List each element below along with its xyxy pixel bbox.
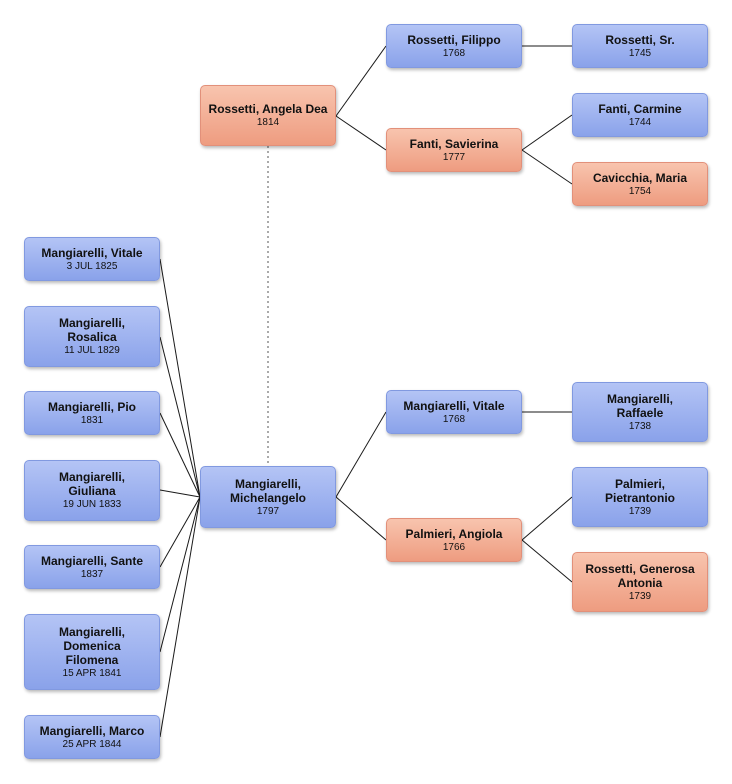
person-name: Rossetti, Filippo	[407, 32, 501, 47]
person-date: 1768	[442, 47, 466, 59]
person-name: Mangiarelli, Vitale	[41, 245, 143, 260]
person-fanti-carmine[interactable]: Fanti, Carmine 1744	[572, 93, 708, 137]
child-mangiarelli-rosalica[interactable]: Mangiarelli, Rosalica 11 JUL 1829	[24, 306, 160, 367]
person-name: Rossetti, Sr.	[605, 32, 675, 47]
person-date: 1738	[628, 420, 652, 432]
link-child-1	[159, 258, 201, 498]
child-mangiarelli-pio[interactable]: Mangiarelli, Pio 1831	[24, 391, 160, 435]
person-mangiarelli-vitale-1768[interactable]: Mangiarelli, Vitale 1768	[386, 390, 522, 434]
person-date: 1766	[442, 541, 466, 553]
person-date: 11 JUL 1829	[64, 345, 120, 356]
person-name: Palmieri, Pietrantonio	[604, 476, 675, 505]
person-name: Mangiarelli, Domenica Filomena	[58, 624, 126, 667]
person-date: 1837	[80, 568, 104, 580]
person-rossetti-filippo[interactable]: Rossetti, Filippo 1768	[386, 24, 522, 68]
person-date: 1739	[628, 590, 652, 602]
link-savierina-carmine	[521, 114, 573, 151]
person-palmieri-pietrantonio[interactable]: Palmieri, Pietrantonio 1739	[572, 467, 708, 527]
person-name: Rossetti, Angela Dea	[208, 102, 328, 116]
person-name: Mangiarelli, Vitale	[403, 398, 505, 413]
link-child-2	[159, 336, 201, 498]
person-date: 1739	[628, 505, 652, 517]
person-cavicchia-maria[interactable]: Cavicchia, Maria 1754	[572, 162, 708, 206]
child-mangiarelli-giuliana[interactable]: Mangiarelli, Giuliana 19 JUN 1833	[24, 460, 160, 521]
link-angiola-pietrantonio	[521, 496, 573, 541]
person-name: Mangiarelli, Pio	[47, 399, 137, 414]
person-date: 25 APR 1844	[62, 738, 122, 750]
link-angiola-generosa	[521, 539, 573, 583]
person-date: 19 JUN 1833	[62, 499, 122, 510]
person-date: 3 JUL 1825	[66, 260, 118, 272]
person-name: Palmieri, Angiola	[405, 526, 503, 541]
person-date: 1745	[628, 47, 652, 59]
person-name: Mangiarelli, Giuliana	[58, 470, 126, 498]
link-child-5	[159, 496, 201, 568]
person-rossetti-generosa-antonia[interactable]: Rossetti, Generosa Antonia 1739	[572, 552, 708, 612]
person-name: Mangiarelli, Sante	[40, 553, 144, 568]
person-date: 1768	[442, 413, 466, 425]
person-date: 1744	[628, 116, 652, 128]
person-name: Mangiarelli, Michelangelo	[229, 476, 306, 505]
person-date: 1777	[442, 151, 466, 163]
link-child-7	[159, 496, 201, 738]
child-mangiarelli-vitale[interactable]: Mangiarelli, Vitale 3 JUL 1825	[24, 237, 160, 281]
child-mangiarelli-marco[interactable]: Mangiarelli, Marco 25 APR 1844	[24, 715, 160, 759]
link-child-6	[159, 496, 201, 653]
person-mangiarelli-raffaele[interactable]: Mangiarelli, Raffaele 1738	[572, 382, 708, 442]
person-name: Mangiarelli, Marco	[39, 723, 145, 738]
child-mangiarelli-sante[interactable]: Mangiarelli, Sante 1837	[24, 545, 160, 589]
person-date: 1831	[80, 414, 104, 426]
link-angela-filippo	[335, 45, 387, 117]
person-name: Mangiarelli, Rosalica	[58, 316, 126, 344]
person-date: 15 APR 1841	[62, 667, 122, 679]
person-rossetti-angela-dea[interactable]: Rossetti, Angela Dea 1814	[200, 85, 336, 146]
link-savierina-maria	[521, 149, 573, 185]
person-date: 1814	[256, 117, 280, 128]
person-name: Rossetti, Generosa Antonia	[585, 561, 695, 590]
link-angela-savierina	[335, 115, 387, 151]
person-rossetti-sr[interactable]: Rossetti, Sr. 1745	[572, 24, 708, 68]
person-palmieri-angiola[interactable]: Palmieri, Angiola 1766	[386, 518, 522, 562]
person-name: Mangiarelli, Raffaele	[606, 391, 674, 420]
link-child-3	[159, 412, 201, 498]
person-mangiarelli-michelangelo[interactable]: Mangiarelli, Michelangelo 1797	[200, 466, 336, 528]
person-date: 1797	[256, 505, 280, 517]
person-date: 1754	[628, 185, 652, 197]
person-name: Fanti, Carmine	[598, 101, 682, 116]
link-michelangelo-vitale	[335, 411, 387, 498]
person-name: Cavicchia, Maria	[592, 170, 688, 185]
person-name: Fanti, Savierina	[409, 136, 499, 151]
link-child-4	[159, 489, 201, 498]
child-mangiarelli-domenica-filomena[interactable]: Mangiarelli, Domenica Filomena 15 APR 18…	[24, 614, 160, 690]
link-michelangelo-angiola	[335, 496, 387, 541]
person-fanti-savierina[interactable]: Fanti, Savierina 1777	[386, 128, 522, 172]
